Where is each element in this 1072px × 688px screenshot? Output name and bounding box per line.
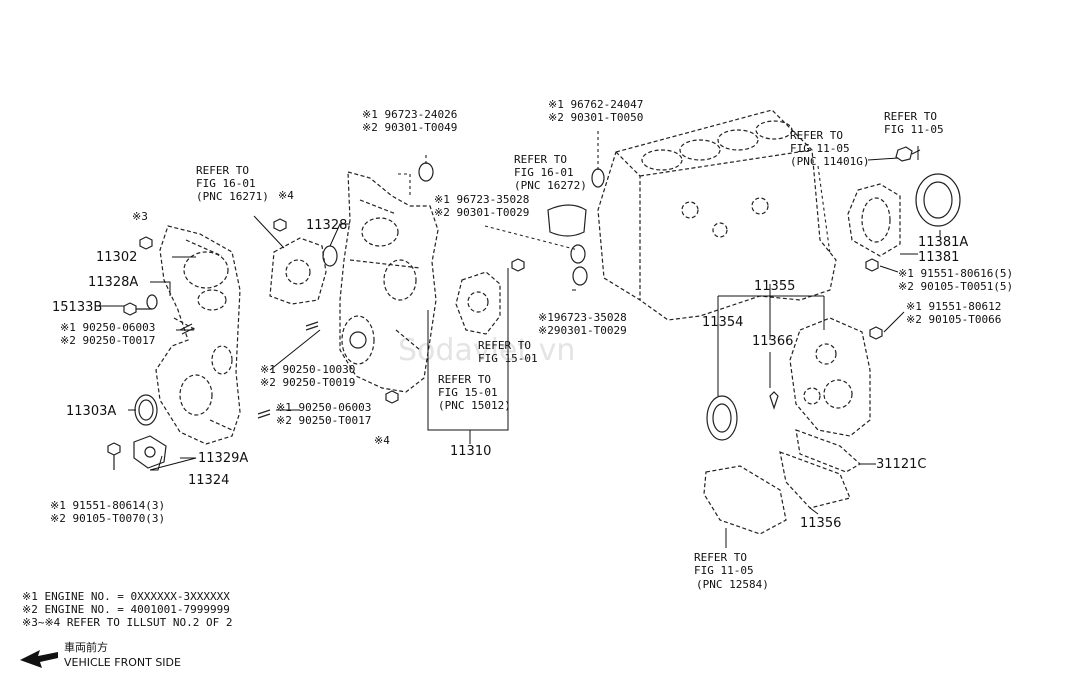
o-ring-35028-lower-drawing <box>572 266 588 286</box>
note-8a: ※1 91551-80614(3) <box>50 499 165 512</box>
note-4a: ※196723-35028 <box>538 311 627 324</box>
refer-block-15-01: REFER TO FIG 15-01 <box>478 339 538 365</box>
vehicle-front-indicator: 車両前方 VEHICLE FRONT SIDE <box>20 640 181 669</box>
refer-16271-line2: FIG 16-01 <box>196 177 256 190</box>
label-11324: 11324 <box>188 473 229 488</box>
timing-chain-cover-drawing <box>155 225 241 445</box>
note-4b: ※290301-T0029 <box>538 324 627 337</box>
oil-seal-11354-drawing <box>706 395 738 441</box>
bolts-left-drawing <box>107 218 319 470</box>
note-2b: ※2 90301-T0050 <box>548 111 643 124</box>
label-11302: 11302 <box>96 250 137 265</box>
note-9a: ※1 91551-80616(5) <box>898 267 1013 280</box>
refer-1501-line1: REFER TO <box>478 339 531 352</box>
refer-15012-line3: (PNC 15012) <box>438 399 511 412</box>
oil-pan-drawing <box>703 465 787 535</box>
note-3a: ※1 96723-35028 <box>434 193 529 206</box>
refer-block-16272: REFER TO FIG 16-01 (PNC 16272) <box>514 153 587 192</box>
note-5a: ※1 90250-06003 <box>60 321 155 334</box>
refer-block-11401G: REFER TO FIG 11-05 (PNC 11401G) <box>790 129 869 168</box>
label-11310: 11310 <box>450 444 491 459</box>
label-15133B: 15133B <box>52 300 102 315</box>
refer-block-12584: REFER TO FIG 11-05 (PNC 12584) <box>694 551 769 591</box>
refer-16272-line3: (PNC 16272) <box>514 179 587 192</box>
end-plate-drawing <box>789 317 871 437</box>
label-11328: 11328 <box>306 218 347 233</box>
refer-12584-line3: (PNC 12584) <box>696 578 769 591</box>
label-31121C: 31121C <box>876 457 926 472</box>
refer-1501-line2: FIG 15-01 <box>478 352 538 365</box>
water-inlet-gasket-drawing <box>269 237 327 305</box>
refer-11401G-line2: FIG 11-05 <box>790 142 850 155</box>
leader-lines <box>96 128 941 548</box>
refer-1105-line1: REFER TO <box>884 110 937 123</box>
refer-12584-line1: REFER TO <box>694 551 747 564</box>
marker-3: ※3 <box>132 210 148 223</box>
label-11329A: 11329A <box>198 451 248 466</box>
refer-11401G-line1: REFER TO <box>790 129 843 142</box>
legend-line-3: ※3~※4 REFER TO ILLSUT NO.2 OF 2 <box>22 616 233 629</box>
note-7a: ※1 90250-06003 <box>276 401 371 414</box>
legend-line-1: ※1 ENGINE NO. = 0XXXXXX-3XXXXXX <box>22 590 230 603</box>
note-9b: ※2 90105-T0051(5) <box>898 280 1013 293</box>
oil-strainer-11356-drawing <box>779 451 851 509</box>
vehicle-front-en: VEHICLE FRONT SIDE <box>64 656 181 669</box>
label-11303A: 11303A <box>66 404 116 419</box>
water-pump-drawing <box>385 258 525 404</box>
note-6b: ※2 90250-T0019 <box>260 376 355 389</box>
oil-seal-inner-drawing <box>712 403 732 433</box>
vehicle-front-jp: 車両前方 <box>64 640 108 654</box>
note-3b: ※2 90301-T0029 <box>434 206 529 219</box>
label-11355: 11355 <box>754 279 795 294</box>
note-1a: ※1 96723-24026 <box>362 108 457 121</box>
refer-15012-line1: REFER TO <box>438 373 491 386</box>
gasket-11329A-drawing <box>133 435 167 469</box>
legend-line-2: ※2 ENGINE NO. = 4001001-7999999 <box>22 603 230 616</box>
refer-16271-line1: REFER TO <box>196 164 249 177</box>
gasket-16272-drawing <box>547 204 587 237</box>
label-11381A: 11381A <box>918 235 968 250</box>
refer-block-11-05: REFER TO FIG 11-05 <box>884 110 944 136</box>
refer-12584-line2: FIG 11-05 <box>694 564 754 577</box>
label-11354: 11354 <box>702 315 743 330</box>
front-arrow-icon <box>20 650 58 668</box>
label-11366: 11366 <box>752 334 793 349</box>
note-10a: ※1 91551-80612 <box>906 300 1001 313</box>
o-ring-96762-24047-drawing <box>591 168 605 188</box>
note-5b: ※2 90250-T0017 <box>60 334 155 347</box>
oil-seal-11303A-drawing <box>134 394 158 426</box>
note-7b: ※2 90250-T0017 <box>276 414 371 427</box>
baffle-31121C-drawing <box>795 429 862 473</box>
label-11381: 11381 <box>918 250 959 265</box>
pin-11366-drawing <box>769 391 779 410</box>
o-ring-96723-35028-drawing <box>570 244 586 264</box>
label-11356: 11356 <box>800 516 841 531</box>
marker-4-top: ※4 <box>278 189 294 202</box>
refer-block-15012: REFER TO FIG 15-01 (PNC 15012) <box>438 373 511 412</box>
refer-11401G-line3: (PNC 11401G) <box>790 155 869 168</box>
refer-1105-line2: FIG 11-05 <box>884 123 944 136</box>
note-6a: ※1 90250-10030 <box>260 363 355 376</box>
refer-15012-line2: FIG 15-01 <box>438 386 498 399</box>
o-ring-11328-drawing <box>322 245 338 267</box>
timing-chain-housing-drawing <box>339 171 439 393</box>
cylinder-block-drawing <box>597 109 837 321</box>
note-8b: ※2 90105-T0070(3) <box>50 512 165 525</box>
refer-16272-line2: FIG 16-01 <box>514 166 574 179</box>
note-10b: ※2 90105-T0066 <box>906 313 1001 326</box>
o-ring-96723-24026-drawing <box>418 162 434 182</box>
engine-legend: ※1 ENGINE NO. = 0XXXXXX-3XXXXXX ※2 ENGIN… <box>22 590 233 629</box>
refer-16271-line3: (PNC 16271) <box>196 190 269 203</box>
label-11328A: 11328A <box>88 275 138 290</box>
note-2a: ※1 96762-24047 <box>548 98 643 111</box>
note-1b: ※2 90301-T0049 <box>362 121 457 134</box>
refer-16272-line1: REFER TO <box>514 153 567 166</box>
marker-4-bottom: ※4 <box>374 434 390 447</box>
refer-block-16271: REFER TO FIG 16-01 (PNC 16271) <box>196 164 269 203</box>
rear-seal-retainer-drawing <box>847 146 961 340</box>
